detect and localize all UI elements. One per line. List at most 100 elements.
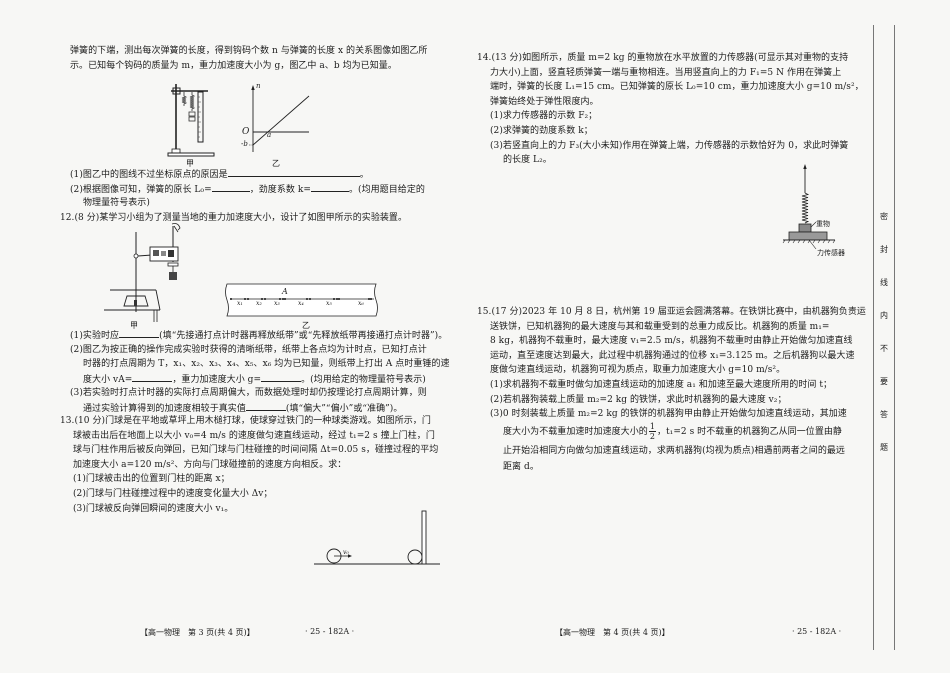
q13-stem-line: 球被击出后在地面上以大小 v₀=4 m/s 的速度做匀速直线运动，经过 t₁=2… [73, 430, 435, 441]
q12-sub3-line1: (3)若实验时打点计时器的实际打点周期偏大，而数据处理时却仍按理论打点周期计算，… [70, 388, 427, 399]
q14-sub1: (1)求力传感器的示数 F₂； [490, 111, 598, 122]
q13-stem-line: 加速度大小 a=120 m/s²、方向与门球碰撞前的速度方向相反。求： [73, 459, 347, 470]
q13-stem: 13.(10 分)门球是在平地或草坪上用木槌打球，使球穿过铁门的一种球类游戏。如… [60, 414, 438, 516]
q15-stem-line: 送铁饼，已知机器狗的最大速度与其和载重受到的总重力成反比。机器狗的质量 m₁= [490, 321, 830, 332]
q11-sub2-suffix: 。(均用题目给定的 [348, 184, 425, 195]
seal-char: 不 [880, 344, 888, 353]
binding-margin-line-outer [894, 25, 895, 650]
q12-tape-segment-x6: x₆ [358, 300, 364, 307]
q11-sub1-suffix: 。 [359, 170, 369, 180]
q11-sub2-text: (2)根据图像可知，弹簧的原长 L₀= [70, 184, 212, 195]
q12-sub2-line3-prefix: 度大小 vA= [83, 374, 133, 385]
seal-char: 要 [880, 377, 888, 386]
q12-header: 12.(8 分)某学习小组为了测量当地的重力加速度大小，设计了如图甲所示的实验装… [60, 211, 407, 226]
q12-tape-segment-x2: x₂ [256, 300, 262, 307]
q12-tape-point-A: A [282, 287, 288, 296]
page3-footer-code: · 25 - 182A · [305, 627, 355, 636]
q13-velocity-label: v₀ [343, 549, 349, 556]
q15-stem: 15.(17 分)2023 年 10 月 8 日，杭州第 19 届亚运会圆满落幕… [477, 305, 866, 474]
q12-sub3-line2-prefix: 通过实验计算得到的加速度相较于真实值 [83, 403, 246, 414]
q12-figure-jia-label: 甲 [130, 321, 138, 330]
q12-figure-yi-label: 乙 [302, 321, 310, 330]
q12-sub2-vA-blank[interactable] [132, 372, 173, 382]
seal-char: 答 [880, 410, 888, 419]
page4-footer-title: 【高一物理 第 4 页(共 4 页)】 [555, 628, 670, 637]
q13-figure-gateball [314, 510, 440, 565]
q14-sub2: (2)求弹簧的劲度系数 k； [490, 125, 593, 136]
seal-char: 密 [880, 212, 888, 221]
page3-footer-title: 【高一物理 第 3 页(共 4 页)】 [140, 628, 255, 637]
q11-stem-line: 弹簧的下端，测出每次弹簧的长度，得到钩码个数 n 与弹簧的长度 x 的关系图像如… [70, 46, 428, 56]
q12-tape-segment-x5: x₅ [326, 300, 332, 307]
q11-figure-yi-label: 乙 [272, 159, 280, 168]
q11-sub2-mid: ，劲度系数 k= [249, 184, 311, 195]
seal-char: 线 [880, 278, 888, 287]
q15-stem-line: 15.(17 分)2023 年 10 月 8 日，杭州第 19 届亚运会圆满落幕… [477, 307, 866, 317]
q12-figure-yi-paper-tape [225, 283, 378, 317]
q11-graph-axis-n: n [256, 82, 261, 90]
q15-sub3-line3: 止开始沿相同方向做匀加速直线运动，求两机器狗(均视为质点)相遇前两者之间的最远 [503, 445, 845, 456]
q15-sub3-line4: 距离 d。 [503, 461, 539, 472]
fraction-denominator: 2 [649, 431, 655, 441]
q14-stem: 14.(13 分)如图所示，质量 m=2 kg 的重物放在水平放置的力传感器(可… [477, 51, 864, 168]
q14-stem-line: 端时，弹簧的长度 L₁=15 cm。已知弹簧的原长 L₀=10 cm，重力加速度… [490, 82, 864, 93]
q11-stem: 弹簧的下端，测出每次弹簧的长度，得到钩码个数 n 与弹簧的长度 x 的关系图像如… [70, 44, 427, 73]
q12-sub1-answer-blank[interactable] [119, 328, 160, 338]
q12-figure-jia-apparatus [104, 223, 181, 322]
q11-figure-jia-stand [167, 84, 215, 157]
q11-graph-point-b: -b [241, 140, 248, 148]
q12-tape-segment-x1: x₁ [237, 300, 243, 307]
q15-stem-line: 运动，直至速度达到最大，此过程中机器狗通过的位移 x₁=3.125 m。之后机器… [490, 350, 855, 361]
binding-margin-line-inner [873, 25, 874, 650]
q13-sub1: (1)门球被击出的位置到门柱的距离 x； [73, 474, 230, 485]
seal-char: 封 [880, 245, 888, 254]
q11-sub1-text: (1)图乙中的图线不过坐标原点的原因是 [70, 170, 228, 180]
q12-sub2-line1: (2)图乙为按正确的操作完成实验时获得的清晰纸带，纸带上各点均为计时点，已知打点… [70, 344, 427, 355]
q14-stem-line: 力大小)上面，竖直轻质弹簧一端与重物相连。当用竖直向上的力 F₁=5 N 作用在… [490, 67, 842, 78]
q15-sub3-line2-prefix: 度大小为不载重加速时加速度大小的 [503, 426, 648, 437]
q15-sub2: (2)若机器狗装载上质量 m₂=2 kg 的铁饼，求此时机器狗的最大速度 v₂； [490, 394, 787, 405]
q12-sub2-line3-mid: ，重力加速度大小 g= [172, 374, 262, 385]
q13-sub2: (2)门球与门柱碰撞过程中的速度变化量大小 Δv； [73, 488, 273, 499]
seal-char: 题 [880, 443, 888, 452]
q12-sub1-suffix: (填“先接通打点计时器再释放纸带”或“先释放纸带再接通打点计时器”)。 [159, 331, 448, 341]
q11-subquestions: (1)图乙中的图线不过坐标原点的原因是 。 (2)根据图像可知，弹簧的原长 L₀=… [70, 167, 425, 211]
q12-sub3-answer-blank[interactable] [245, 401, 286, 411]
q14-sensor-label: 力传感器 [817, 249, 845, 257]
q14-figure-spring-sensor [782, 164, 836, 250]
q12-sub2-line2: 时器的打点周期为 T，x₁、x₂、x₃、x₄、x₅、x₆ 均为已知量，则纸带上打… [83, 359, 450, 370]
fraction-numerator: 1 [648, 421, 656, 432]
q11-graph-point-a: a [267, 131, 272, 139]
q11-graph-origin: O [242, 127, 250, 137]
q12-sub1-text: (1)实验时应 [70, 331, 120, 341]
q12-sub3-line2-suffix: (填“偏大”“偏小”或“准确”)。 [285, 403, 403, 414]
q12-subquestions: (1)实验时应 (填“先接通打点计时器再释放纸带”或“先释放纸带再接通打点计时器”… [70, 328, 450, 416]
q15-stem-line: 8 kg，机器狗不载重时，最大速度 v₁=2.5 m/s，机器狗不载重时由静止开… [490, 336, 853, 347]
q12-sub2-line3-suffix: 。(均用给定的物理量符号表示) [301, 374, 426, 385]
q12-tape-segment-x4: x₄ [298, 300, 304, 307]
q14-stem-line: 14.(13 分)如图所示，质量 m=2 kg 的重物放在水平放置的力传感器(可… [477, 53, 849, 63]
q15-sub1: (1)求机器狗不载重时做匀加速直线运动的加速度 a₁ 和加速至最大速度所用的时间… [490, 379, 833, 390]
q14-weight-label: 重物 [816, 220, 830, 228]
q11-figure-jia-label: 甲 [186, 159, 194, 168]
q15-sub3-line2-suffix: ，t₁=2 s 时不载重的机器狗乙从同一位置由静 [656, 426, 842, 437]
q13-stem-line: 13.(10 分)门球是在平地或草坪上用木槌打球，使球穿过铁门的一种球类游戏。如… [60, 416, 431, 426]
q11-figure-yi-graph [249, 85, 310, 152]
q12-tape-segment-x3: x₃ [274, 300, 280, 307]
q15-stem-line: 度做匀速直线运动，机器狗可视为质点，取重力加速度大小 g=10 m/s²。 [490, 365, 786, 376]
q14-sub3-line2: 的长度 L₂。 [503, 155, 552, 166]
seal-char: 内 [880, 311, 888, 320]
q13-sub3: (3)门球被反向弹回瞬间的速度大小 v₁。 [73, 503, 234, 514]
q13-stem-line: 球与门柱作用后被反向弹回，已知门球与门柱碰撞的时间间隔 Δt=0.05 s，碰撞… [73, 445, 439, 456]
q11-sub2-k-blank[interactable] [310, 182, 349, 192]
q11-sub2-L0-blank[interactable] [211, 182, 250, 192]
q11-sub1-answer-blank[interactable] [227, 167, 360, 177]
q12-header-text: 12.(8 分)某学习小组为了测量当地的重力加速度大小，设计了如图甲所示的实验装… [60, 213, 408, 223]
q14-sub3-line1: (3)若竖直向上的力 F₃(大小未知)作用在弹簧上端，力传感器的示数恰好为 0，… [490, 140, 849, 151]
q11-sub2-line2: 物理量符号表示) [83, 198, 150, 209]
seal-line-notice: 密 封 线 内 不 要 答 题 [880, 212, 890, 453]
q12-sub2-g-blank[interactable] [261, 372, 302, 382]
q11-stem-line: 示。已知每个钩码的质量为 m，重力加速度大小为 g，图乙中 a、b 均为已知量。 [70, 60, 397, 71]
q15-sub3-line1: (3)0 时刻装载上质量 m₂=2 kg 的铁饼的机器狗甲由静止开始做匀加速直线… [490, 409, 847, 420]
